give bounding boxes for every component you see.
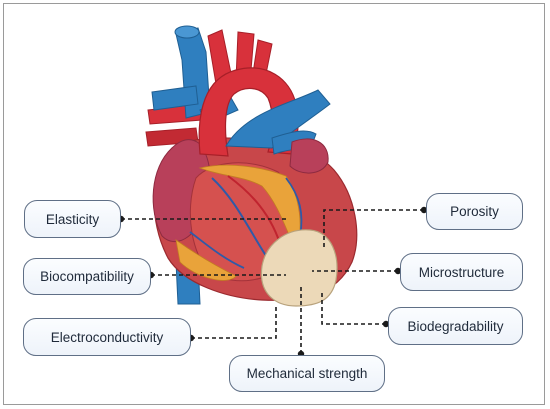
cardiac-patch xyxy=(260,229,338,307)
label-elasticity: Elasticity xyxy=(24,200,121,238)
label-biodegradability: Biodegradability xyxy=(388,307,523,345)
connector-biodegradability xyxy=(321,292,386,325)
left-atrium xyxy=(289,138,329,174)
label-electroconductivity: Electroconductivity xyxy=(23,318,191,356)
connector-porosity xyxy=(323,209,424,250)
label-mechanical-strength: Mechanical strength xyxy=(229,355,385,392)
connector-electroconductivity xyxy=(191,306,277,339)
label-biocompatibility: Biocompatibility xyxy=(23,258,151,295)
connector-dots xyxy=(117,206,428,358)
connectors xyxy=(121,209,424,354)
label-microstructure: Microstructure xyxy=(400,253,523,291)
label-porosity: Porosity xyxy=(426,193,523,230)
